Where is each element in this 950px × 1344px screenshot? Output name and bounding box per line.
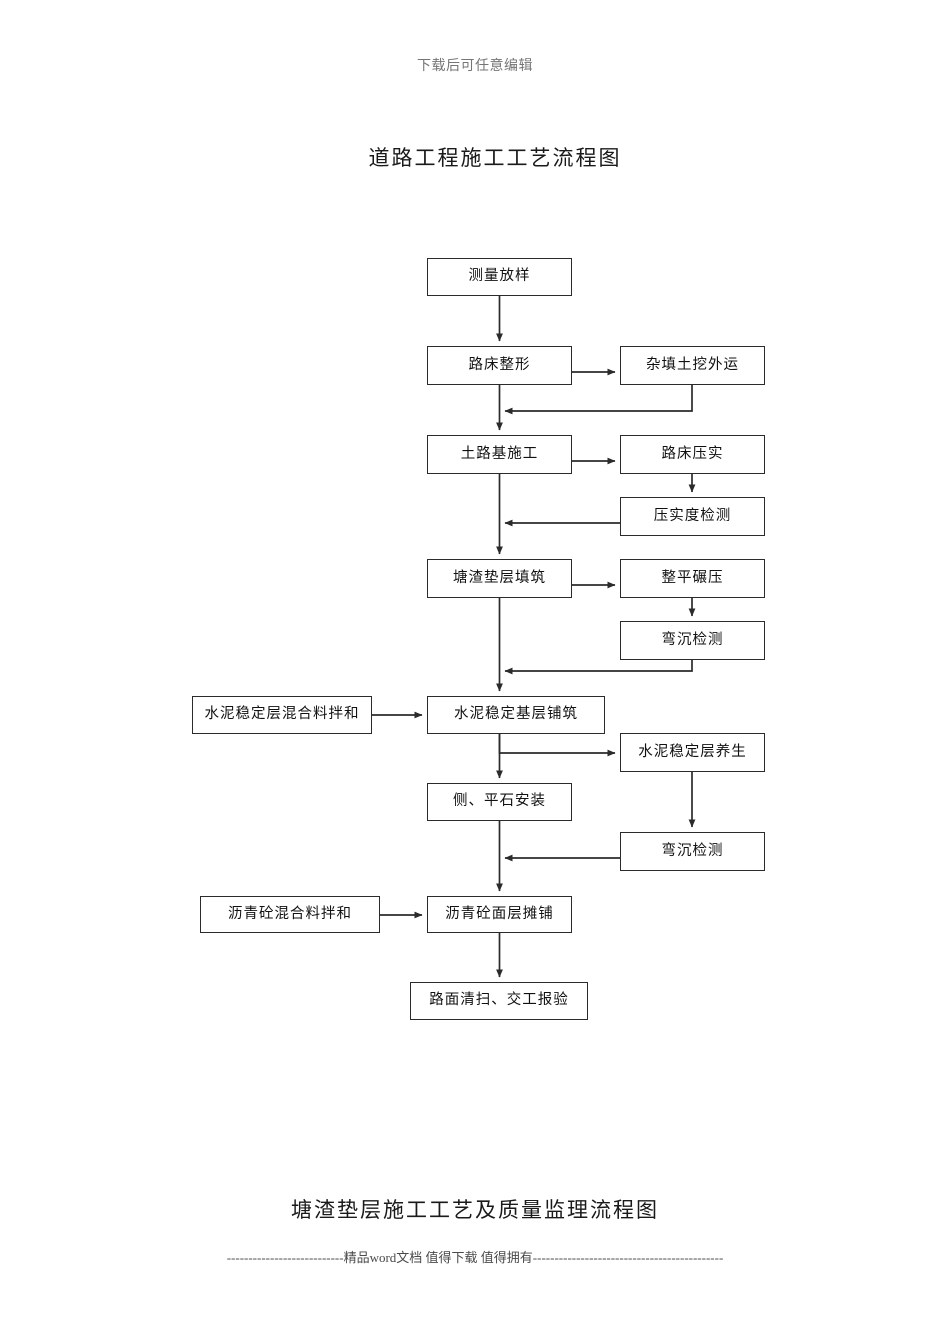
flow-node-slag-cushion-filling[interactable]: 塘渣垫层填筑 bbox=[427, 559, 572, 598]
flow-node-label: 弯沉检测 bbox=[661, 631, 724, 648]
flow-node-spoil-excavation-haul[interactable]: 杂填土挖外运 bbox=[620, 346, 765, 385]
flow-node-label: 弯沉检测 bbox=[661, 842, 724, 859]
flow-node-label: 沥青砼面层摊铺 bbox=[445, 905, 554, 922]
document-footer-note: ---------------------------精品word文档 值得下载… bbox=[226, 1250, 724, 1265]
flow-node-label: 测量放样 bbox=[468, 268, 531, 285]
flow-node-kerb-flat-stone-install[interactable]: 侧、平石安装 bbox=[427, 783, 572, 821]
page-title: 道路工程施工工艺流程图 bbox=[368, 146, 622, 170]
flow-node-cement-layer-curing[interactable]: 水泥稳定层养生 bbox=[620, 733, 765, 772]
flow-node-label: 压实度检测 bbox=[653, 507, 732, 524]
flow-node-surveying-setout[interactable]: 测量放样 bbox=[427, 258, 572, 296]
flow-node-label: 路面清扫、交工报验 bbox=[429, 992, 569, 1009]
flow-node-label: 土路基施工 bbox=[460, 445, 539, 462]
flow-node-label: 路床整形 bbox=[468, 356, 531, 373]
flow-node-label: 侧、平石安装 bbox=[453, 793, 546, 810]
bottom-section-title: 塘渣垫层施工工艺及质量监理流程图 bbox=[291, 1198, 659, 1222]
flow-node-label: 整平碾压 bbox=[661, 569, 724, 586]
flow-node-roadbed-shaping[interactable]: 路床整形 bbox=[427, 346, 572, 385]
flow-node-label: 杂填土挖外运 bbox=[646, 356, 739, 373]
flow-node-label: 塘渣垫层填筑 bbox=[453, 569, 546, 586]
flow-node-levelling-rolling[interactable]: 整平碾压 bbox=[620, 559, 765, 598]
flow-node-roadbed-compaction[interactable]: 路床压实 bbox=[620, 435, 765, 474]
flow-node-compaction-degree-test[interactable]: 压实度检测 bbox=[620, 497, 765, 536]
flow-node-label: 路床压实 bbox=[661, 445, 724, 462]
flow-node-asphalt-surface-paving[interactable]: 沥青砼面层摊铺 bbox=[427, 896, 572, 933]
flow-node-label: 水泥稳定层养生 bbox=[638, 743, 747, 760]
flow-node-label: 水泥稳定基层铺筑 bbox=[454, 706, 578, 723]
flow-node-label: 水泥稳定层混合料拌和 bbox=[204, 706, 360, 723]
document-header-note: 下载后可任意编辑 bbox=[417, 59, 533, 74]
flow-node-cement-stabilized-mixing[interactable]: 水泥稳定层混合料拌和 bbox=[192, 696, 372, 734]
flow-node-earth-subgrade-works[interactable]: 土路基施工 bbox=[427, 435, 572, 474]
flow-node-asphalt-concrete-mixing[interactable]: 沥青砼混合料拌和 bbox=[200, 896, 380, 933]
flow-node-deflection-test-1[interactable]: 弯沉检测 bbox=[620, 621, 765, 660]
flow-node-road-cleaning-handover[interactable]: 路面清扫、交工报验 bbox=[410, 982, 588, 1020]
flow-node-deflection-test-2[interactable]: 弯沉检测 bbox=[620, 832, 765, 871]
flow-node-cement-stabilized-base-paving[interactable]: 水泥稳定基层铺筑 bbox=[427, 696, 605, 734]
flow-node-label: 沥青砼混合料拌和 bbox=[228, 905, 352, 922]
